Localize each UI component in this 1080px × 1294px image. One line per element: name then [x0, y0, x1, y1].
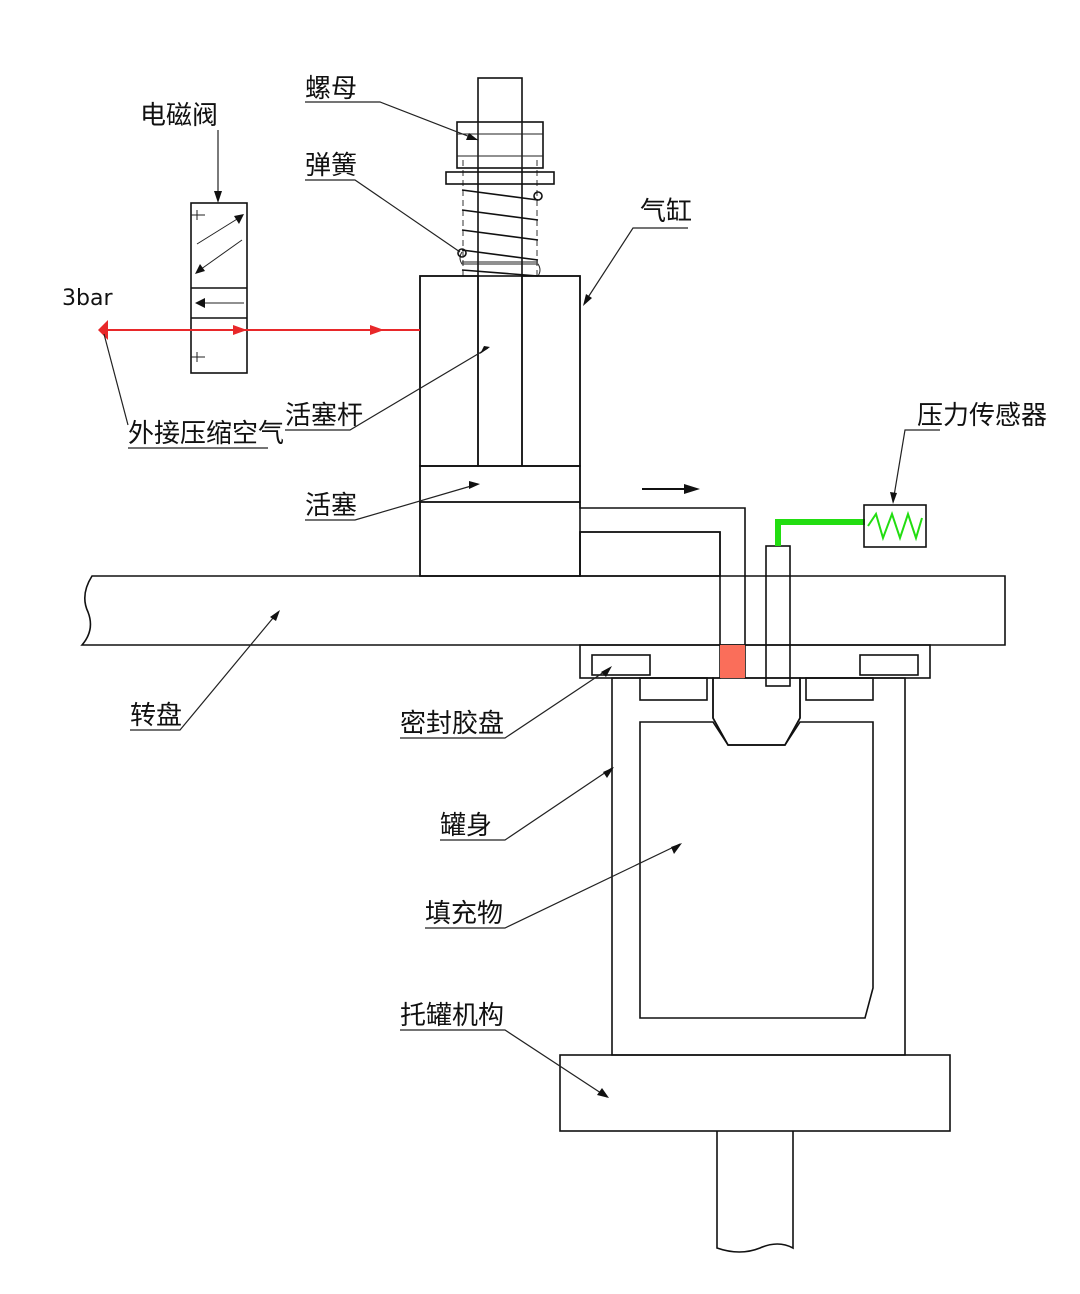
- label-piston-rod: 活塞杆: [285, 401, 363, 431]
- label-can-body: 罐身: [440, 811, 492, 841]
- air-line: [98, 320, 420, 340]
- label-nut: 螺母: [305, 74, 357, 104]
- label-filler: 填充物: [425, 899, 503, 929]
- pressure-sensor: [765, 504, 927, 687]
- label-can-holder: 托罐机构: [400, 1001, 504, 1031]
- solenoid-valve: [190, 202, 248, 374]
- can-body: [611, 677, 906, 1056]
- flow-arrow-icon: [642, 484, 700, 494]
- zigzag-icon: [867, 510, 923, 542]
- leader-lines: [103, 101, 940, 1098]
- label-seal-disc: 密封胶盘: [400, 709, 504, 739]
- can-holder: [559, 1054, 951, 1253]
- label-pressure: 3bar: [62, 286, 113, 311]
- piston: [419, 465, 581, 503]
- label-spring: 弹簧: [305, 151, 357, 181]
- label-piston: 活塞: [305, 491, 357, 521]
- spring: [457, 189, 543, 277]
- triangle-icon: [98, 320, 108, 340]
- label-cylinder: 气缸: [640, 197, 692, 227]
- nut: [456, 121, 544, 169]
- filler: [639, 721, 874, 1019]
- cylinder: [419, 275, 581, 577]
- washer: [445, 171, 555, 185]
- piston-rod: [462, 77, 538, 467]
- seal-plate: [579, 644, 931, 679]
- label-solenoid-valve: 电磁阀: [140, 101, 218, 131]
- label-external-air: 外接压缩空气: [128, 419, 284, 449]
- label-pressure-sensor: 压力传感器: [917, 401, 1047, 431]
- label-turntable: 转盘: [130, 701, 182, 731]
- turntable: [80, 575, 1006, 646]
